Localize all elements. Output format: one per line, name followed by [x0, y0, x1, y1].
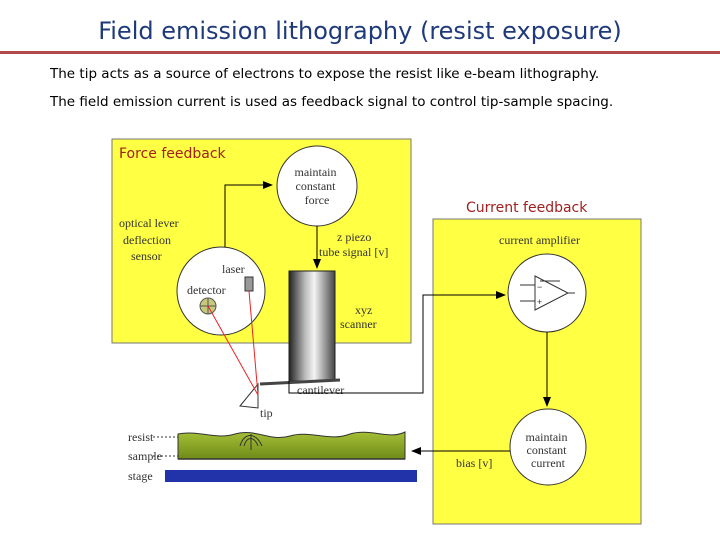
xyz-scanner-tube [288, 270, 336, 382]
optical-sensor-circle [176, 246, 266, 336]
tip-shape [239, 382, 259, 409]
tip-to-amplifier-arrow [288, 291, 506, 394]
bullet-tip-source: The tip acts as a source of electrons to… [50, 66, 600, 82]
force-feedback-label: Force feedback [119, 146, 227, 162]
resist-layer [177, 431, 406, 460]
current-amplifier-label: current amplifier [499, 233, 580, 247]
current-controller-circle [509, 408, 587, 486]
current-controller-text: maintain constant current [526, 430, 571, 470]
tip-label: tip [260, 406, 273, 420]
cantilever-label: cantilever [297, 383, 344, 397]
laser-label: laser [222, 262, 245, 276]
slide-title: Field emission lithography (resist expos… [98, 17, 622, 45]
svg-text:+: + [537, 297, 542, 307]
laser-beam-path [207, 290, 259, 396]
optical-lever-label: optical lever deflection sensor [119, 216, 182, 263]
laser-source [244, 276, 254, 292]
bias-label: bias [v] [456, 456, 492, 470]
detector-label: detector [187, 283, 226, 297]
xyz-scanner-label: xyz scanner [340, 303, 377, 331]
cantilever-beam [259, 378, 341, 386]
stage-plate [165, 470, 417, 482]
current-feedback-label: Current feedback [466, 200, 588, 216]
stage-label: stage [128, 469, 153, 483]
svg-text:−: − [537, 282, 542, 292]
resist-label: resist [128, 430, 154, 444]
force-controller-text: maintain constant force [295, 165, 340, 207]
sample-label: sample [128, 449, 162, 463]
bullet-feedback-signal: The field emission current is used as fe… [50, 94, 614, 110]
z-piezo-label: z piezo tube signal [v] [319, 230, 388, 259]
sensor-to-force-arrow [224, 181, 273, 247]
title-underline [0, 51, 720, 54]
op-amp-symbol [534, 275, 570, 311]
exposure-spot [239, 434, 263, 450]
